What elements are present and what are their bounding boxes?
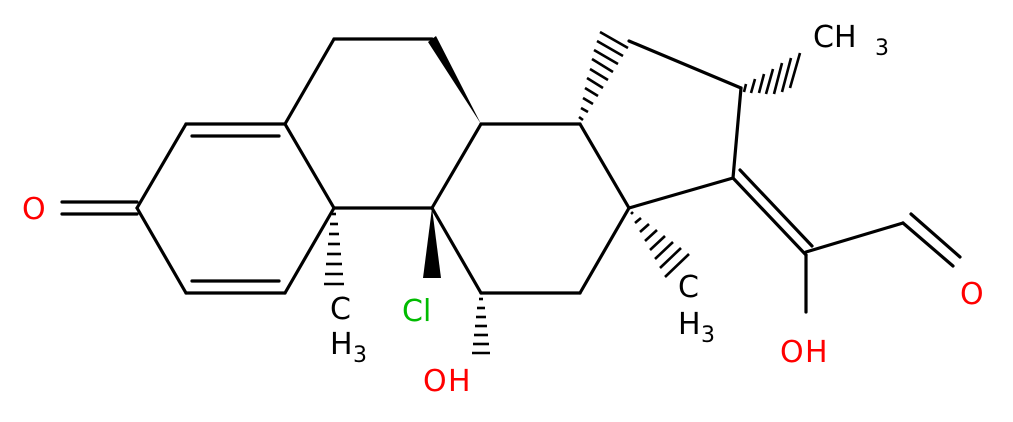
wedge-c8-c7	[428, 36, 481, 124]
svg-text:C: C	[678, 270, 699, 305]
svg-text:O: O	[423, 364, 447, 399]
bond-c13-c12	[578, 206, 631, 295]
hash-c14-c15	[578, 30, 629, 122]
c13-methyl-label: C H 3	[678, 270, 715, 348]
bond-c11-c9	[430, 206, 483, 295]
svg-text:3: 3	[353, 343, 367, 368]
svg-text:CH: CH	[813, 20, 857, 55]
c16-methyl-label: CH 3	[813, 20, 889, 61]
svg-text:3: 3	[701, 323, 715, 348]
svg-text:C: C	[330, 292, 351, 327]
bond-c10-c1	[283, 206, 336, 295]
bond-c2-c3	[135, 206, 188, 295]
hash-c13-methyl	[630, 211, 690, 278]
bond-c15-c16	[627, 39, 743, 90]
bond-c5-c6	[283, 37, 336, 126]
c10-methyl-label: CH C H 3	[330, 292, 367, 368]
svg-text:H: H	[678, 307, 701, 342]
bond-c17-c20	[731, 176, 808, 257]
bond-c16-c17	[731, 86, 743, 180]
ring-a	[60, 122, 336, 295]
svg-text:H: H	[330, 327, 353, 362]
svg-text:H: H	[448, 364, 471, 399]
ring-c	[430, 122, 631, 295]
ring-b	[283, 37, 483, 210]
bond-c14-c13	[578, 122, 631, 210]
bond-c17-c20-double	[738, 168, 814, 248]
ketone-oxygen-label: O	[22, 192, 46, 227]
hash-c16-methyl	[742, 52, 802, 95]
bond-c5-c10	[283, 122, 336, 210]
bond-c21-o	[901, 221, 955, 268]
enol-oh-label: O H	[780, 335, 828, 370]
svg-text:O: O	[780, 335, 804, 370]
ring-d	[627, 39, 962, 314]
bond-c3-c4	[135, 122, 188, 210]
aldehyde-oxygen-label: O	[960, 277, 984, 312]
wedge-c9-cl	[423, 208, 441, 278]
bond-c20-c21	[804, 221, 905, 254]
hash-c10-methyl	[324, 212, 344, 286]
svg-text:H: H	[805, 335, 828, 370]
bond-c21-o-double	[909, 212, 962, 259]
bond-c8-c9	[430, 122, 483, 210]
chlorine-label: Cl	[402, 294, 431, 329]
hash-c11-oh	[472, 297, 490, 355]
svg-text:3: 3	[875, 36, 889, 61]
bond-c17-c13	[627, 176, 735, 210]
c11-oh-label: O H	[423, 364, 471, 399]
